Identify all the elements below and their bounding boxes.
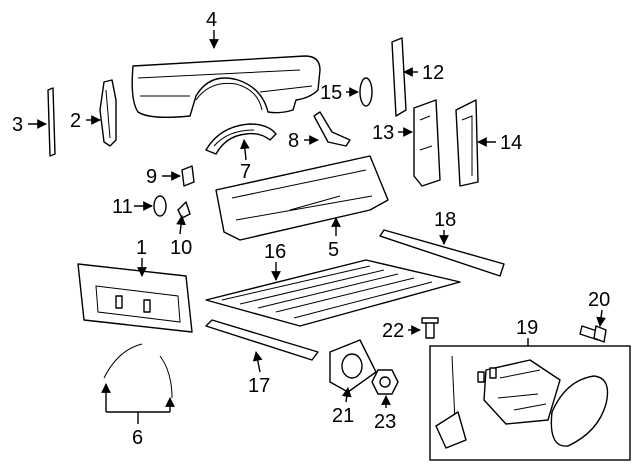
callout-19: 19 [516,317,538,339]
callout-11: 11 [112,196,133,218]
callout-13: 13 [372,122,394,144]
bolt[interactable] [579,325,607,343]
callout-1: 1 [136,237,147,259]
front-rail[interactable] [379,229,505,277]
callout-18: 18 [434,209,456,231]
fuel-door-assembly[interactable] [429,345,631,461]
callout-22: 22 [382,320,404,342]
bracket[interactable] [313,111,351,147]
callout-16: 16 [264,241,286,263]
tail-lamp-housing[interactable] [455,99,479,187]
callout-14: 14 [500,132,522,154]
callout-6: 6 [132,427,143,449]
callout-8: 8 [288,130,299,152]
leaders [28,30,606,424]
callout-23: 23 [374,411,396,433]
fuel-filler-housing[interactable] [329,339,377,393]
rail[interactable] [205,319,319,361]
callout-12: 12 [422,62,444,84]
stop[interactable] [177,201,191,219]
callout-5: 5 [328,239,339,261]
callout-3: 3 [12,114,23,136]
nut[interactable] [371,369,399,395]
callout-2: 2 [70,110,81,132]
stud[interactable] [421,317,439,339]
pad[interactable] [359,77,373,107]
side-panel[interactable] [131,55,321,119]
callout-20: 20 [588,289,610,311]
rear-pillar[interactable] [413,99,441,187]
callout-21: 21 [332,405,354,427]
wheelhouse-liner[interactable] [205,123,277,155]
callout-9: 9 [146,166,157,188]
weatherstrip[interactable] [47,87,56,157]
callout-7: 7 [240,161,251,183]
callout-17: 17 [248,375,270,397]
plug[interactable] [153,195,167,217]
callout-10: 10 [170,237,192,259]
callout-4: 4 [206,9,217,31]
bumper[interactable] [181,165,195,187]
callout-15: 15 [320,82,342,104]
tailgate[interactable] [77,263,193,333]
front-panel[interactable] [215,155,389,241]
tailgate-seals[interactable] [103,343,173,399]
floor[interactable] [205,259,461,327]
pillar-stiffener[interactable] [391,37,407,117]
corner-post[interactable] [99,79,117,147]
callout-labels: 4 2 3 7 8 9 11 10 5 12 15 13 14 18 16 1 … [12,9,610,449]
